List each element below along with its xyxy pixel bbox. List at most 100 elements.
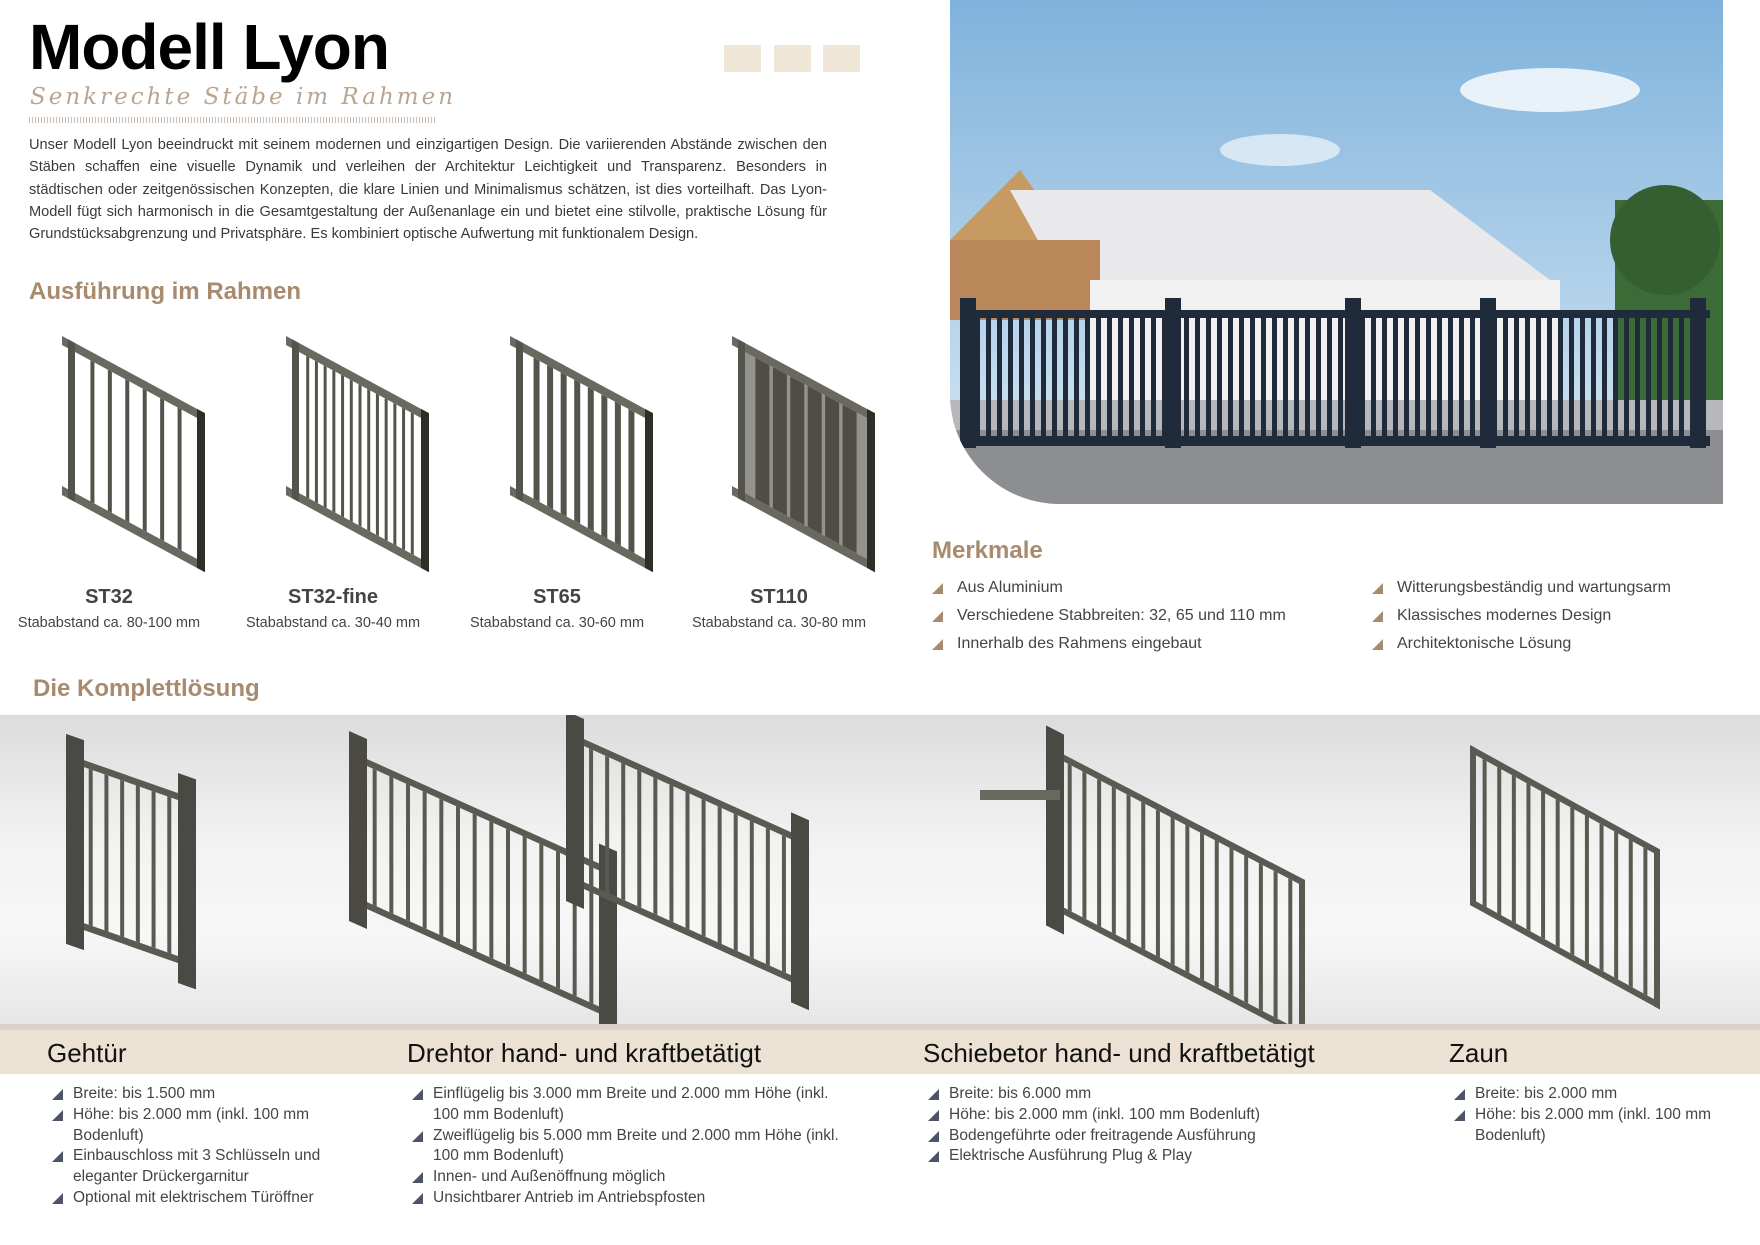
bullet-triangle-icon — [1372, 582, 1383, 594]
spec-text: Breite: bis 2.000 mm — [1475, 1085, 1618, 1102]
feature-item: Witterungsbeständig und wartungsarm — [1372, 578, 1671, 598]
product-title: Zaun — [1449, 1038, 1509, 1068]
feature-text: Verschiedene Stabbreiten: 32, 65 und 110… — [957, 607, 1286, 624]
panel-image-st110 — [704, 330, 904, 575]
product-spec-list: Einflügelig bis 3.000 mm Breite und 2.00… — [407, 1084, 847, 1209]
feature-text: Witterungsbeständig und wartungsarm — [1397, 579, 1671, 596]
panel-bar — [601, 394, 608, 539]
panel-bar — [384, 398, 388, 541]
panel-bar — [125, 379, 130, 523]
bullet-triangle-icon — [932, 610, 943, 622]
hero-photo-gate — [950, 0, 1723, 504]
bullet-triangle-icon — [1372, 610, 1383, 622]
drehtor-single-render — [349, 730, 617, 1042]
panel-bar — [402, 407, 406, 551]
panel-image-st32-fine — [258, 330, 458, 575]
divider — [0, 1024, 1760, 1030]
panel-image-st65 — [482, 330, 682, 575]
spec-text: Höhe: bis 2.000 mm (inkl. 100 mm Bodenlu… — [1475, 1105, 1712, 1144]
spec-item: Innen- und Außenöffnung möglich — [407, 1167, 847, 1188]
feature-item: Architektonische Lösung — [1372, 634, 1571, 654]
spec-text: Optional mit elektrischem Türöffner — [73, 1188, 314, 1206]
page-subtitle: Senkrechte Stäbe im Rahmen — [30, 84, 457, 110]
spec-item: Optional mit elektrischem Türöffner — [47, 1188, 367, 1209]
spec-text: Unsichtbarer Antrieb im Antriebspfosten — [433, 1188, 706, 1206]
color-swatch — [774, 45, 811, 72]
intro-paragraph: Unser Modell Lyon beeindruckt mit seinem… — [29, 137, 827, 243]
color-swatch — [724, 45, 761, 72]
bullet-triangle-icon — [1454, 1109, 1465, 1121]
spec-item: Höhe: bis 2.000 mm (inkl. 100 mm Bodenlu… — [1449, 1105, 1749, 1147]
spec-text: Einbauschloss mit 3 Schlüsseln und elega… — [73, 1147, 321, 1186]
product-title: Schiebetor hand- und kraftbetätigt — [923, 1038, 1315, 1068]
panel-bar — [367, 388, 371, 532]
panel-bar — [410, 412, 414, 556]
product-render-band — [0, 710, 1760, 1042]
bullet-triangle-icon — [412, 1192, 423, 1204]
spec-text: Breite: bis 6.000 mm — [949, 1085, 1092, 1102]
color-swatch — [823, 45, 860, 72]
product-spec-list: Breite: bis 2.000 mm Höhe: bis 2.000 mm (… — [1449, 1084, 1749, 1146]
product-title: Drehtor hand- und kraftbetätigt — [407, 1038, 762, 1068]
spec-text: Zweiflügelig bis 5.000 mm Breite und 2.0… — [433, 1126, 839, 1165]
spec-item: Elektrische Ausführung Plug & Play — [923, 1146, 1363, 1167]
feature-item: Verschiedene Stabbreiten: 32, 65 und 110… — [932, 606, 1286, 626]
bullet-triangle-icon — [928, 1130, 939, 1142]
panel-bar — [306, 355, 310, 499]
spec-item: Breite: bis 6.000 mm — [923, 1084, 1363, 1105]
panel-bar — [177, 407, 182, 551]
spec-item: Breite: bis 1.500 mm — [47, 1084, 367, 1105]
feature-item: Innerhalb des Rahmens eingebaut — [932, 634, 1202, 654]
bullet-triangle-icon — [52, 1192, 63, 1204]
feature-item: Klassisches modernes Design — [1372, 606, 1611, 626]
panel-bar — [358, 384, 362, 527]
bullet-triangle-icon — [932, 638, 943, 650]
product-title-bar — [0, 1030, 1760, 1074]
panel-bar — [142, 388, 147, 532]
spec-text: Breite: bis 1.500 mm — [73, 1085, 216, 1102]
section-heading-ausfuehrung: Ausführung im Rahmen — [29, 278, 302, 305]
panel-bar — [533, 357, 540, 502]
bullet-triangle-icon — [52, 1151, 63, 1163]
spec-text: Elektrische Ausführung Plug & Play — [949, 1147, 1192, 1165]
panel-bar — [332, 370, 336, 513]
spec-item: Unsichtbarer Antrieb im Antriebspfosten — [407, 1188, 847, 1209]
schiebetor-render — [1046, 725, 1305, 1040]
panel-bar — [587, 387, 594, 532]
feature-text: Innerhalb des Rahmens eingebaut — [957, 635, 1202, 652]
feature-text: Aus Aluminium — [957, 579, 1063, 596]
gehtuer-render — [66, 733, 196, 990]
panel-bar — [90, 360, 95, 504]
feature-item: Aus Aluminium — [932, 578, 1063, 598]
panel-bar — [628, 408, 635, 554]
panel-bar — [574, 379, 581, 524]
bullet-triangle-icon — [928, 1151, 939, 1163]
panel-bar — [323, 365, 327, 508]
zaun-render — [1470, 745, 1660, 1010]
bullet-triangle-icon — [928, 1089, 939, 1100]
spec-text: Höhe: bis 2.000 mm (inkl. 100 mm Bodenlu… — [949, 1105, 1260, 1123]
variant-name: ST32 — [85, 586, 133, 608]
bullet-triangle-icon — [52, 1089, 63, 1100]
panel-image-st32 — [34, 330, 234, 575]
feature-text: Architektonische Lösung — [1397, 635, 1572, 652]
product-title: Gehtür — [47, 1038, 127, 1068]
bullet-triangle-icon — [52, 1109, 63, 1121]
bullet-triangle-icon — [1372, 638, 1383, 650]
schiebetor-rail — [980, 790, 1060, 800]
drehtor-double-render — [566, 710, 809, 1011]
bullet-triangle-icon — [412, 1172, 423, 1184]
panel-bar — [547, 365, 554, 510]
variant-spacing: Stababstand ca. 30-60 mm — [469, 615, 645, 631]
spec-text: Einflügelig bis 3.000 mm Breite und 2.00… — [433, 1085, 829, 1123]
panel-bar — [614, 401, 621, 546]
spec-item: Bodengeführte oder freitragende Ausführu… — [923, 1126, 1363, 1147]
spec-item: Einflügelig bis 3.000 mm Breite und 2.00… — [407, 1084, 847, 1126]
section-heading-merkmale: Merkmale — [932, 537, 1043, 564]
spec-text: Innen- und Außenöffnung möglich — [433, 1168, 666, 1186]
bullet-triangle-icon — [928, 1109, 939, 1121]
variant-name: ST65 — [533, 586, 581, 608]
spec-item: Zweiflügelig bis 5.000 mm Breite und 2.0… — [407, 1126, 847, 1168]
variant-spacing: Stababstand ca. 80-100 mm — [17, 615, 201, 631]
